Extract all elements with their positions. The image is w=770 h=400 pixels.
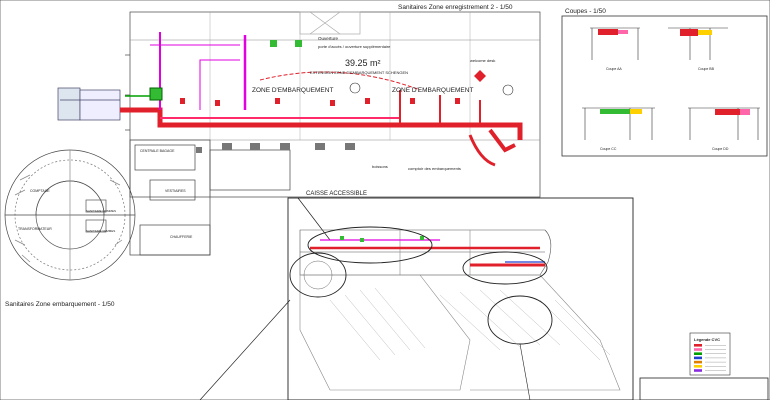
label-area: 39.25 m² xyxy=(345,58,381,68)
title-coupes: Coupes - 1/50 xyxy=(565,8,606,15)
section-aa-drawing xyxy=(590,27,640,60)
section-bb-drawing xyxy=(668,27,728,60)
title-sanitaires-enregistrement: Sanitaires Zone enregistrement 2 - 1/50 xyxy=(398,4,513,11)
accessibility-symbols xyxy=(349,82,514,96)
key-plan-frame xyxy=(287,197,634,400)
label-sanitaire-hommes: SANITAIRE HOMMES xyxy=(86,209,116,213)
label-comptage: COMPTAGE xyxy=(30,189,50,193)
label-coupe-bb: Coupe BB xyxy=(698,67,715,71)
label-centrale-bagage: CENTRALE BAGAGE xyxy=(140,149,175,153)
label-zone-embarquement-left: ZONE D'EMBARQUEMENT xyxy=(252,87,333,94)
diffusers xyxy=(180,70,486,106)
label-ouverture: Ouverture xyxy=(318,36,339,41)
legend-swatch xyxy=(694,344,702,347)
title-sanitaires-embarquement: Sanitaires Zone embarquement - 1/50 xyxy=(5,301,115,308)
label-extension-zone: EXTENSION ZONE D'EMBARQUEMENT SCHENGEN xyxy=(310,70,408,75)
key-plan-inset xyxy=(199,197,634,400)
legend-swatch xyxy=(694,369,702,372)
label-comptoir: comptoir des embarquements xyxy=(408,166,461,171)
legend-swatch xyxy=(694,356,702,360)
legend-swatch xyxy=(694,360,702,364)
zoom-ellipses xyxy=(289,226,553,345)
label-ouverture-supplementaire: porte d'accès / ouverture supplémentaire xyxy=(318,44,391,49)
legend-swatch xyxy=(694,352,702,355)
label-coupe-dd: Coupe DD xyxy=(712,147,729,151)
legend-swatch xyxy=(694,348,702,351)
title-block-frame xyxy=(639,377,769,400)
coupes-frame xyxy=(561,15,768,157)
label-coupe-cc: Coupe CC xyxy=(600,147,617,151)
legend-cvc: Légende CVC xyxy=(689,332,731,376)
label-vestiaires: VESTIAIRES xyxy=(165,189,186,193)
label-caisse-accessible: CAISSE ACCESSIBLE xyxy=(306,191,367,197)
label-zone-embarquement-right: ZONE D'EMBARQUEMENT xyxy=(392,87,473,94)
label-welcome-desk: welcome desk xyxy=(470,58,495,63)
circular-pavilion xyxy=(4,149,136,281)
section-cc-drawing xyxy=(582,107,655,140)
legend-swatch xyxy=(694,365,702,368)
label-coupe-aa: Coupe AA xyxy=(606,67,622,71)
legend-title: Légende CVC xyxy=(694,337,720,342)
duct-network-main xyxy=(120,32,523,167)
coupes-panel: Coupes - 1/50 Coupe AA Coupe BB xyxy=(561,8,768,157)
label-sanitaire-femmes: SANITAIRE FEMMES xyxy=(86,229,115,233)
section-dd-drawing xyxy=(688,107,760,140)
chaufferie-room xyxy=(139,224,211,256)
label-transformateur: TRANSFORMATEUR xyxy=(18,227,52,231)
legend-swatches xyxy=(694,344,726,372)
label-chaufferie: CHAUFFERIE xyxy=(170,235,193,239)
supply-duct-main xyxy=(120,107,523,140)
label-boissons: boissons xyxy=(372,164,388,169)
